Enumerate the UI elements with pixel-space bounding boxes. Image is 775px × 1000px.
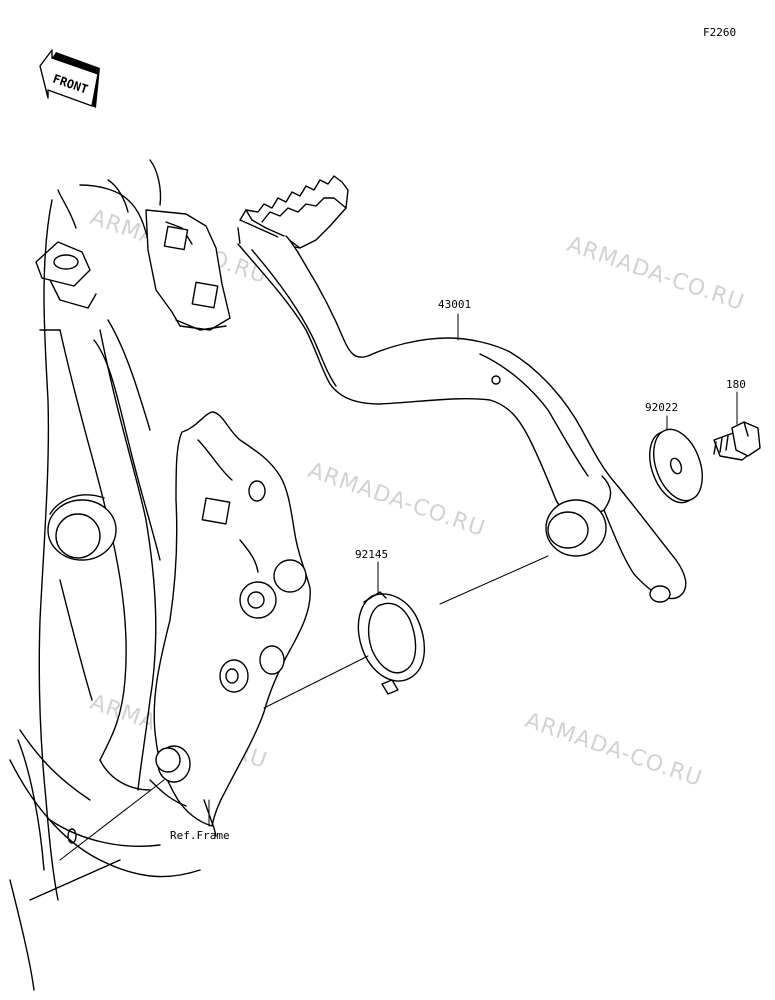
front-arrow-icon: FRONT bbox=[39, 49, 100, 108]
leader-lines bbox=[59, 313, 738, 861]
part-label-spring: 92145 bbox=[355, 548, 389, 561]
washer-part bbox=[649, 428, 703, 504]
part-label-bolt: 180 bbox=[726, 378, 746, 391]
figure-code: F2260 bbox=[703, 26, 737, 39]
part-label-washer: 92022 bbox=[645, 401, 679, 414]
brake-pedal-part bbox=[237, 175, 687, 603]
part-label-pedal: 43001 bbox=[438, 298, 472, 311]
bolt-part bbox=[713, 421, 761, 461]
ref-frame-label: Ref.Frame bbox=[170, 829, 230, 842]
spring-part bbox=[357, 591, 426, 695]
frame-assembly bbox=[9, 159, 311, 991]
